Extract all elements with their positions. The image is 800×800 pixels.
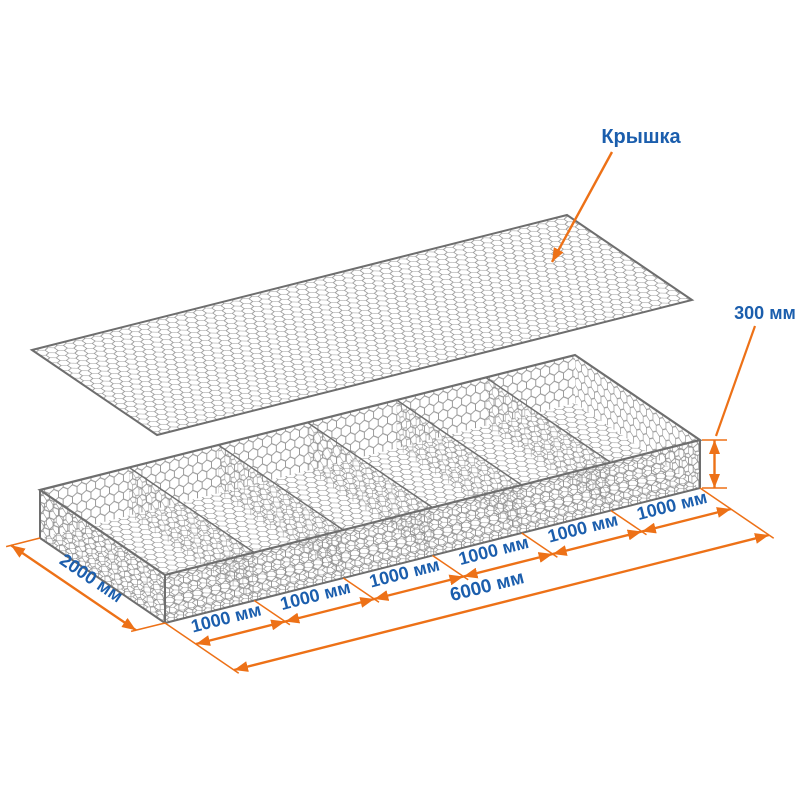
height-dimension-label: 300 мм [734, 303, 796, 323]
segment-dim-line-6 [641, 507, 732, 534]
total-extension-left [164, 622, 240, 674]
divider-top-wire-4 [396, 399, 523, 486]
total-extension-right [699, 487, 775, 539]
divider-top-wire-1 [128, 466, 255, 554]
lid-edge-wire [29, 213, 695, 437]
lid-mesh-surface [32, 215, 693, 436]
total-dimension-line [233, 533, 770, 672]
depth-extension-2 [130, 622, 166, 633]
lid-callout: Крышка [550, 126, 682, 263]
lid-callout-arrow [550, 151, 614, 263]
lid-panel [29, 213, 695, 437]
divider-top-wire-5 [485, 376, 612, 464]
depth-dimension-line [10, 544, 137, 632]
divider-top-wire-2 [217, 444, 344, 531]
lid-label: Крышка [601, 126, 681, 148]
divider-top-wire-3 [307, 421, 433, 509]
lid-mesh-fill [32, 215, 693, 436]
height-dimension: 300 мм [702, 303, 796, 489]
height-leader-line [714, 325, 757, 437]
